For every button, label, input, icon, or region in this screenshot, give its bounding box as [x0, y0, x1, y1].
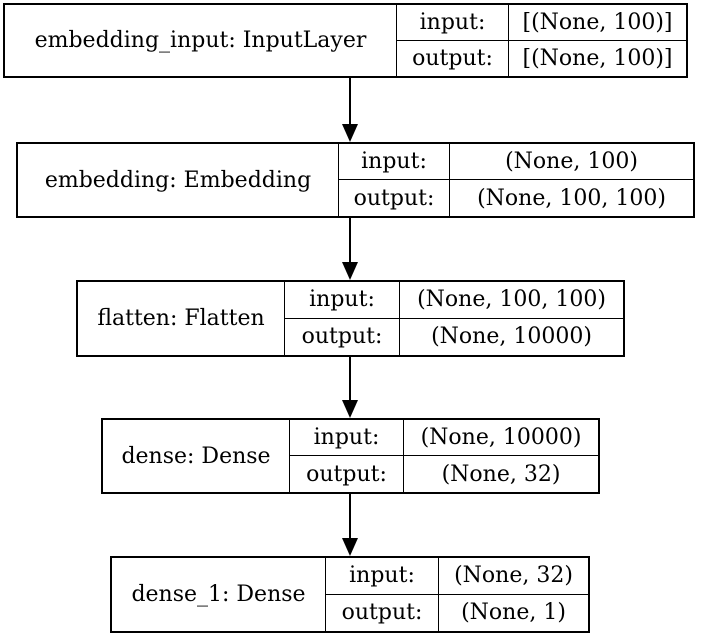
input-shape: (None, 10000)	[404, 420, 598, 456]
layer-node-dense-1: dense_1: Dense input: (None, 32) output:…	[110, 556, 590, 633]
arrow-line-2	[348, 218, 352, 264]
layer-name: embedding: Embedding	[18, 144, 339, 216]
layer-node-embedding-input: embedding_input: InputLayer input: [(Non…	[3, 3, 688, 78]
layer-node-dense: dense: Dense input: (None, 10000) output…	[101, 418, 600, 494]
input-label: input:	[326, 558, 439, 595]
layer-name: flatten: Flatten	[78, 282, 285, 355]
arrow-head-icon	[342, 262, 358, 280]
layer-name: embedding_input: InputLayer	[5, 5, 397, 76]
arrow-line-1	[348, 78, 352, 126]
output-shape: [(None, 100)]	[522, 45, 673, 71]
output-label: output:	[290, 456, 404, 492]
input-label: input:	[397, 5, 509, 41]
input-label: input:	[290, 420, 404, 456]
arrow-line-3	[348, 357, 352, 402]
output-label: output:	[397, 40, 509, 76]
output-label: output:	[285, 318, 400, 355]
arrow-head-icon	[342, 538, 358, 556]
input-shape: (None, 100, 100)	[400, 282, 623, 319]
input-shape: [(None, 100)]	[509, 5, 686, 41]
output-shape: (None, 1)	[461, 600, 566, 626]
input-shape: (None, 32)	[439, 558, 588, 595]
arrow-line-4	[348, 494, 352, 540]
output-shape: (None, 100, 100)	[477, 185, 666, 211]
layer-node-embedding: embedding: Embedding input: (None, 100) …	[16, 142, 695, 218]
output-label: output:	[326, 594, 439, 631]
layer-name: dense_1: Dense	[112, 558, 326, 631]
input-label: input:	[285, 282, 400, 319]
input-shape: (None, 100)	[450, 144, 693, 180]
arrow-head-icon	[342, 400, 358, 418]
layer-name: dense: Dense	[103, 420, 290, 492]
output-label: output:	[339, 180, 450, 216]
arrow-head-icon	[342, 124, 358, 142]
layer-node-flatten: flatten: Flatten input: (None, 100, 100)…	[76, 280, 625, 357]
output-shape: (None, 10000)	[431, 324, 592, 350]
output-shape: (None, 32)	[441, 461, 561, 487]
input-label: input:	[339, 144, 450, 180]
